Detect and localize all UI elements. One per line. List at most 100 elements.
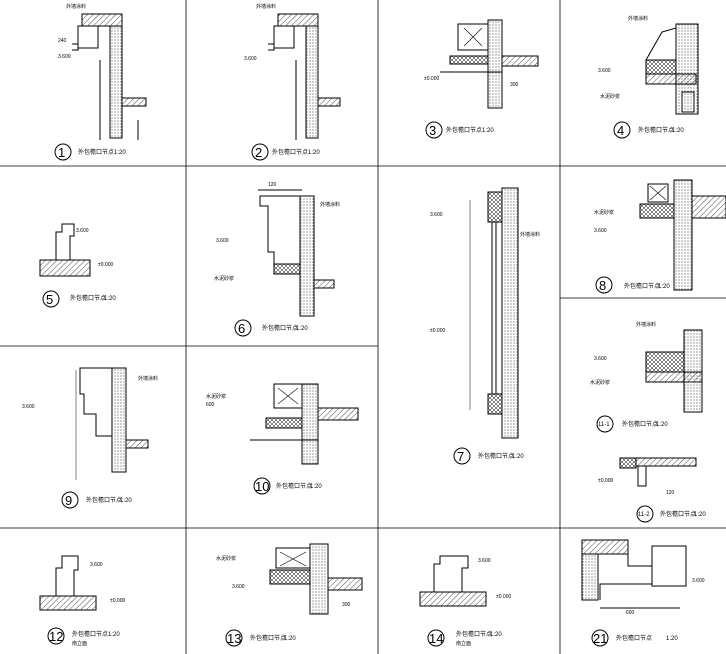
d2-scale: 1:20 [308, 150, 320, 156]
d4-number: 4 [617, 123, 624, 138]
d6-elev: 3.600 [216, 238, 229, 244]
d13-elev: 3.600 [232, 584, 245, 590]
d8-elev: 3.600 [594, 228, 607, 234]
d6-dim: 120 [268, 182, 277, 188]
d12-elev: 3.600 [90, 562, 103, 568]
detail-21: 3.600 600 21 外包檐口节点 1:20 [581, 539, 705, 647]
d11b-number: 11-2 [638, 512, 650, 518]
detail-11-2: ±0.000 120 11-2 外包檐口节点 1:20 [598, 457, 706, 523]
d12-subtitle: 南立面 [72, 640, 87, 647]
d2-finish-label: 外墙涂料 [256, 3, 276, 10]
d10-scale: 1:20 [310, 484, 322, 490]
d7-scale: 1:20 [512, 454, 524, 460]
d1-number: 1 [58, 145, 65, 160]
d14-elev-a: ±0.000 [496, 594, 511, 600]
d4-title: 外包檐口节点 [638, 126, 674, 134]
d1-elev: 3.600 [58, 54, 71, 60]
d7-elev: 3.600 [430, 212, 443, 218]
d8-title: 外包檐口节点 [624, 282, 660, 290]
d21-scale: 1:20 [666, 636, 678, 642]
d11a-scale: 1:20 [656, 422, 668, 428]
d11a-elev: 3.600 [594, 356, 607, 362]
detail-5: 3.600 ±0.000 5 外包檐口节点 1:20 [39, 223, 116, 308]
d7-number: 7 [457, 449, 464, 464]
d13-number: 13 [227, 631, 241, 646]
d10-number: 10 [255, 479, 269, 494]
d12-number: 12 [49, 629, 63, 644]
d1-title: 外包檐口节点 [78, 148, 114, 156]
d14-number: 14 [429, 631, 443, 646]
d5-elev: 3.600 [76, 228, 89, 234]
detail-11-1: 外墙涂料 3.600 水泥砂浆 11-1 外包檐口节点 1:20 [590, 321, 703, 433]
d1-finish-label: 外墙涂料 [66, 3, 86, 10]
d13-dim: 300 [342, 602, 351, 608]
detail-1: 外墙涂料 240 3.600 1 外包檐口节点 1:20 [54, 3, 147, 161]
d21-elev: 3.600 [692, 578, 705, 584]
detail-9: 外墙涂料 3.600 9 外包檐口节点 1:20 [22, 367, 158, 509]
detail-2: 外墙涂料 3.600 2 外包檐口节点 1:20 [244, 3, 341, 161]
d1-dim: 240 [58, 38, 67, 44]
d13-scale: 1:20 [284, 636, 296, 642]
d4-finish-label: 外墙涂料 [628, 15, 648, 22]
d6-title: 外包檐口节点 [262, 324, 298, 332]
detail-12: 3.600 ±0.000 12 外包檐口节点 1:20 南立面 [39, 555, 125, 647]
d3-scale: 1:20 [482, 128, 494, 134]
d14-scale: 1:20 [490, 632, 502, 638]
d11a-title: 外包檐口节点 [622, 420, 658, 428]
d7-finish: 外墙涂料 [520, 231, 540, 238]
detail-13: 水泥砂浆 3.600 300 13 外包檐口节点 1:20 [216, 543, 363, 647]
d12-elev-a: ±0.000 [110, 598, 125, 604]
d13-title: 外包檐口节点 [250, 634, 286, 642]
d6-note: 水泥砂浆 [214, 275, 234, 282]
d3-title: 外包檐口节点 [446, 126, 482, 134]
d5-elev-a: ±0.000 [98, 262, 113, 268]
d11b-scale: 1:20 [694, 512, 706, 518]
detail-7: 3.600 外墙涂料 ±0.000 7 外包檐口节点 1:20 [430, 187, 540, 465]
d10-note: 水泥砂浆 [206, 393, 226, 400]
d11a-finish: 外墙涂料 [636, 321, 656, 328]
d10-dim: 600 [206, 402, 215, 408]
d21-dim: 600 [626, 610, 635, 616]
d11a-note: 水泥砂浆 [590, 379, 610, 386]
d8-scale: 1:20 [658, 284, 670, 290]
d3-dim: 300 [510, 82, 519, 88]
detail-10: 水泥砂浆 600 10 外包檐口节点 1:20 [206, 383, 359, 495]
d3-number: 3 [429, 123, 436, 138]
d12-scale: 1:20 [108, 632, 120, 638]
d11b-dim: 120 [666, 490, 675, 496]
detail-14: 3.600 ±0.000 14 外包檐口节点 1:20 南立面 [419, 555, 511, 647]
d6-number: 6 [238, 321, 245, 336]
d11b-elev: ±0.000 [598, 478, 613, 484]
d13-note: 水泥砂浆 [216, 555, 236, 562]
d4-elev: 3.600 [598, 68, 611, 74]
d6-finish: 外墙涂料 [320, 201, 340, 208]
d5-number: 5 [46, 292, 53, 307]
d9-finish: 外墙涂料 [138, 375, 158, 382]
detail-8: 水泥砂浆 3.600 8 外包檐口节点 1:20 [594, 179, 726, 294]
detail-4: 外墙涂料 3.600 水泥砂浆 4 外包檐口节点 1:20 [598, 15, 699, 139]
d8-number: 8 [599, 278, 606, 293]
d1-scale: 1:20 [114, 150, 126, 156]
d21-number: 21 [593, 631, 607, 646]
d7-title: 外包檐口节点 [478, 452, 514, 460]
d2-elev: 3.600 [244, 56, 257, 62]
d21-title: 外包檐口节点 [616, 634, 652, 642]
d10-title: 外包檐口节点 [276, 482, 312, 490]
d4-scale: 1:20 [672, 128, 684, 134]
detail-3: ±0.000 300 3 外包檐口节点 1:20 [424, 19, 539, 139]
d5-scale: 1:20 [104, 296, 116, 302]
d9-number: 9 [65, 493, 72, 508]
d3-elev: ±0.000 [424, 76, 439, 82]
d7-elev-a: ±0.000 [430, 328, 445, 334]
d14-subtitle: 南立面 [456, 640, 471, 647]
d2-title: 外包檐口节点 [272, 148, 308, 156]
d2-number: 2 [255, 145, 262, 160]
d6-scale: 1:20 [296, 326, 308, 332]
detail-6: 120 外墙涂料 3.600 水泥砂浆 6 外包檐口节点 1:20 [214, 182, 340, 337]
d12-title: 外包檐口节点 [72, 630, 108, 638]
d14-elev: 3.600 [478, 558, 491, 564]
d11a-number: 11-1 [598, 422, 610, 428]
d9-elev: 3.600 [22, 404, 35, 410]
